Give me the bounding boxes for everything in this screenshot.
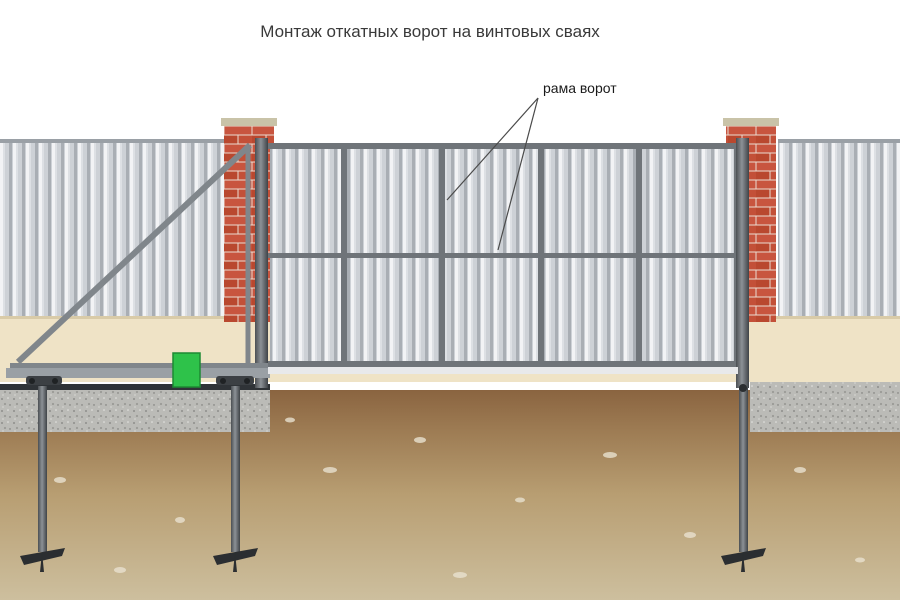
channel-beam [0,384,270,390]
label-leaders [446,97,539,251]
gate-frame [255,138,749,388]
diagram-title: Монтаж откатных ворот на винтовых сваях [260,22,600,41]
soil-stones [54,417,865,578]
support-beam [6,368,270,378]
screw-pile-1 [20,386,65,572]
fence-panel-right [778,142,900,316]
fence [0,139,900,316]
catcher-post [736,138,749,388]
counterweight-frame [10,142,268,369]
bottom-rail [268,367,738,374]
screw-pile-3 [721,386,766,572]
fence-panel-left [0,142,224,316]
drive-unit [172,352,201,388]
fence-rail-right [778,139,900,143]
screw-pile-2 [213,386,258,572]
concrete-slab-right [750,382,900,432]
gate-post [255,138,268,388]
fence-rail-left [0,139,224,143]
frame-label: рама ворот [543,80,617,96]
carriage-rollers [26,376,747,392]
